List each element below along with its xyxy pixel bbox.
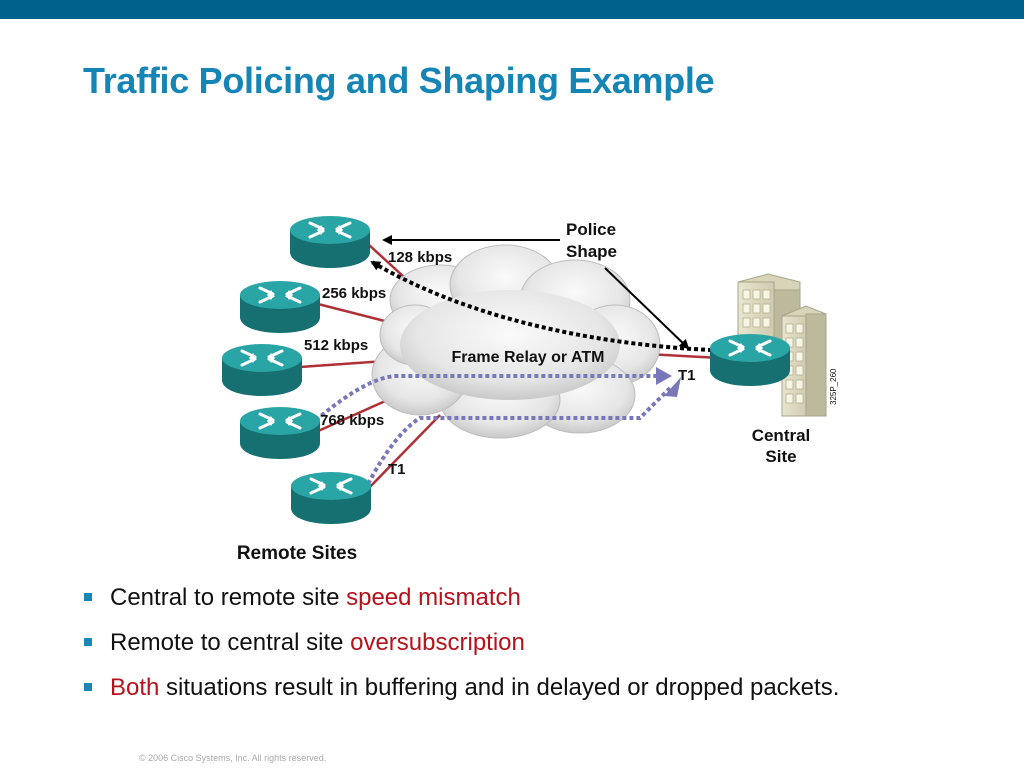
bullet-highlight: Both bbox=[110, 674, 160, 701]
shape-arrow bbox=[604, 267, 690, 350]
remote-router-2-icon bbox=[240, 279, 320, 335]
remote-router-1-icon bbox=[290, 214, 370, 270]
link-label-768: 768 kbps bbox=[320, 412, 384, 429]
bullet-item: Both situations result in buffering and … bbox=[84, 673, 884, 702]
link-label-256: 256 kbps bbox=[322, 285, 386, 302]
flow-arrowhead bbox=[656, 367, 672, 385]
bullet-marker bbox=[84, 683, 92, 691]
cloud-label: Frame Relay or ATM bbox=[452, 349, 605, 366]
link-t1 bbox=[364, 414, 441, 493]
bullet-text: Remote to central site bbox=[110, 629, 351, 656]
slide-title: Traffic Policing and Shaping Example bbox=[83, 60, 715, 101]
flow-arrowhead bbox=[664, 377, 681, 397]
remote-router-4-icon bbox=[240, 405, 320, 461]
bullet-text: situations result in buffering and in de… bbox=[159, 674, 840, 701]
top-bar bbox=[0, 0, 1024, 19]
link-label-512: 512 kbps bbox=[304, 337, 368, 354]
remote-router-5-icon bbox=[291, 470, 371, 526]
remote-router-3-icon bbox=[222, 342, 302, 398]
traffic-flows bbox=[314, 260, 713, 491]
shape-label: Shape bbox=[566, 242, 617, 261]
police-label: Police bbox=[566, 220, 616, 239]
remote-t1-flow bbox=[363, 384, 674, 491]
link-label-128: 128 kbps bbox=[388, 249, 452, 266]
bullet-highlight: oversubscription bbox=[350, 629, 525, 656]
bullet-list: Central to remote site speed mismatch Re… bbox=[84, 583, 884, 718]
central-site-label-line2: Site bbox=[765, 447, 796, 466]
central-link-label: T1 bbox=[678, 367, 696, 384]
bullet-marker bbox=[84, 593, 92, 601]
figure-id-label: 325P_260 bbox=[829, 368, 838, 405]
bullet-marker bbox=[84, 638, 92, 646]
frame-relay-cloud: Frame Relay or ATM bbox=[371, 244, 661, 439]
bullet-item: Central to remote site speed mismatch bbox=[84, 583, 884, 612]
central-router-icon bbox=[710, 332, 790, 388]
central-to-remote-flow bbox=[370, 260, 713, 352]
copyright-footer: © 2006 Cisco Systems, Inc. All rights re… bbox=[139, 753, 327, 763]
bullet-item: Remote to central site oversubscription bbox=[84, 628, 884, 657]
link-label-t1: T1 bbox=[388, 461, 406, 478]
central-site-label-line1: Central bbox=[752, 426, 811, 445]
bullet-highlight: speed mismatch bbox=[346, 584, 521, 611]
remote-sites-label: Remote Sites bbox=[237, 543, 357, 564]
bullet-text: Central to remote site bbox=[110, 584, 347, 611]
